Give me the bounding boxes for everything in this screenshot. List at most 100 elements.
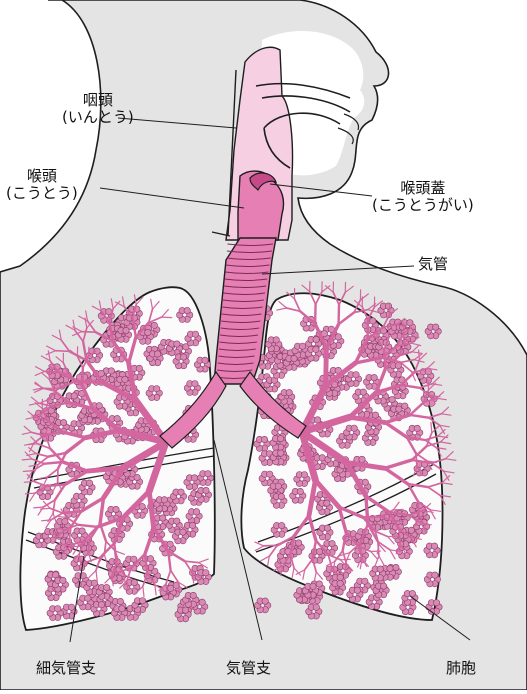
- alveolus-sac: [279, 522, 285, 528]
- alveolus-sac: [275, 483, 281, 489]
- bronchus-branch: [25, 493, 35, 494]
- alveolus-sac: [180, 529, 186, 535]
- alveolus-sac: [389, 396, 395, 402]
- label-trachea: 気管: [418, 256, 448, 273]
- alveolus-sac: [96, 403, 102, 409]
- label-epiglottis: 喉頭蓋 (こうとうがい): [372, 180, 474, 215]
- alveolus-sac: [60, 577, 66, 583]
- alveolus-sac: [267, 471, 273, 477]
- alveolus-sac: [191, 475, 197, 481]
- alveolus-sac: [174, 341, 180, 347]
- bronchus-branch: [419, 350, 420, 360]
- alveolus-sac: [205, 471, 211, 477]
- alveolus-sac: [203, 487, 209, 493]
- label-alveolus: 肺胞: [446, 660, 476, 677]
- alveolus-sac: [104, 584, 110, 590]
- alveolus-sac: [402, 403, 408, 409]
- alveolus-sac: [362, 578, 368, 584]
- alveolus-sac: [273, 337, 279, 343]
- alveolus-sac: [193, 509, 199, 515]
- bronchus-branch: [363, 516, 382, 517]
- alveolus-sac: [278, 493, 284, 499]
- alveolus-sac: [79, 528, 85, 534]
- alveolus-sac: [108, 368, 114, 374]
- bronchus-branch: [326, 348, 327, 386]
- bronchus-branch: [384, 350, 386, 369]
- alveolus-sac: [91, 580, 97, 586]
- alveolus-sac: [180, 354, 186, 360]
- label-pharynx: 咽頭 (いんとう): [62, 92, 134, 127]
- alveolus-sac: [60, 419, 66, 425]
- alveolus-sac: [139, 503, 145, 509]
- alveolus-sac: [202, 357, 208, 363]
- alveolus-sac: [359, 456, 365, 462]
- alveolus-sac: [154, 386, 160, 392]
- alveolus-sac: [371, 374, 377, 380]
- alveolus-sac: [291, 355, 297, 361]
- bronchus-branch: [388, 536, 398, 537]
- alveolus-sac: [313, 346, 319, 352]
- label-epiglottis-main: 喉頭蓋: [372, 180, 474, 197]
- alveolus-sac: [113, 506, 119, 512]
- alveolus-sac: [119, 606, 125, 612]
- alveolus-sac: [68, 604, 74, 610]
- bronchus-branch: [162, 317, 172, 318]
- bronchus-branch: [418, 502, 419, 516]
- alveolus-sac: [131, 579, 137, 585]
- alveolus-sac: [203, 570, 209, 576]
- alveolus-sac: [299, 343, 305, 349]
- alveolus-sac: [278, 450, 284, 456]
- alveolus-sac: [432, 572, 438, 578]
- alveolus-sac: [362, 479, 368, 485]
- label-bronchus-main: 気管支: [226, 659, 271, 677]
- alveolus-sac: [145, 329, 151, 335]
- bronchus-branch: [403, 334, 404, 344]
- alveolus-sac: [380, 583, 386, 589]
- alveolus-sac: [190, 592, 196, 598]
- alveolus-sac: [433, 324, 439, 330]
- alveolus-sac: [313, 336, 319, 342]
- alveolus-sac: [324, 500, 330, 506]
- alveolus-sac: [385, 303, 391, 309]
- alveolus-sac: [277, 435, 283, 441]
- alveolus-sac: [310, 583, 316, 589]
- alveolus-sac: [174, 518, 180, 524]
- alveolus-sac: [433, 600, 439, 606]
- label-alveolus-main: 肺胞: [446, 659, 476, 677]
- alveolus-sac: [297, 488, 303, 494]
- alveolus-sac: [319, 455, 325, 461]
- alveolus-sac: [199, 599, 205, 605]
- alveolus-sac: [192, 331, 198, 337]
- alveolus-sac: [117, 598, 123, 604]
- alveolus-sac: [167, 541, 173, 547]
- bronchus-branch: [82, 332, 96, 333]
- alveolus-sac: [192, 381, 198, 387]
- alveolus-sac: [184, 307, 190, 313]
- alveolus-sac: [182, 607, 188, 613]
- alveolus-sac: [372, 412, 378, 418]
- bronchus-branch: [87, 468, 123, 471]
- alveolus-sac: [86, 480, 92, 486]
- alveolus-sac: [407, 320, 413, 326]
- alveolus-sac: [136, 365, 142, 371]
- alveolus-sac: [98, 602, 104, 608]
- bronchus-branch: [394, 521, 404, 522]
- label-bronchiole: 細気管支: [36, 660, 96, 677]
- bronchus-branch: [377, 329, 378, 339]
- alveolus-sac: [370, 318, 376, 324]
- label-larynx-reading: (こうとう): [6, 185, 78, 202]
- alveolus-sac: [147, 556, 153, 562]
- alveolus-sac: [189, 522, 195, 528]
- alveolus-sac: [387, 565, 393, 571]
- bronchus-branch: [47, 484, 66, 486]
- alveolus-sac: [377, 566, 383, 572]
- alveolus-sac: [360, 389, 366, 395]
- alveolus-sac: [123, 327, 129, 333]
- label-bronchus: 気管支: [226, 660, 271, 677]
- bronchus-branch: [341, 559, 351, 560]
- alveolus-sac: [337, 580, 343, 586]
- label-epiglottis-reading: (こうとうがい): [372, 197, 474, 214]
- bronchus-branch: [63, 511, 81, 513]
- alveolus-sac: [316, 581, 322, 587]
- alveolus-sac: [168, 585, 174, 591]
